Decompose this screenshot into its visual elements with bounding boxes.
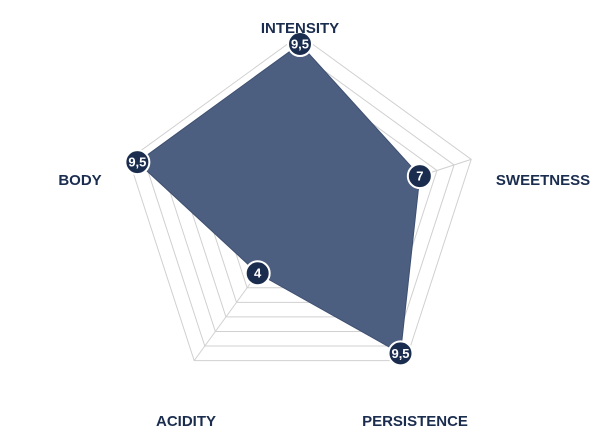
data-point: 9,5 <box>387 340 414 367</box>
axis-label-body: BODY <box>58 172 101 189</box>
data-point: 9,5 <box>124 149 151 176</box>
data-point-label: 4 <box>254 266 262 281</box>
data-point-marker <box>287 31 313 57</box>
data-point-label: 9,5 <box>128 155 146 170</box>
data-point: 7 <box>406 163 433 190</box>
axis-label-sweetness: SWEETNESS <box>496 172 590 189</box>
data-point-marker <box>244 260 271 287</box>
data-point-marker <box>124 149 151 176</box>
grid-ring <box>128 34 472 362</box>
data-point: 4 <box>244 260 271 287</box>
axis-label-persistence: PERSISTENCE <box>362 413 468 430</box>
axis-label-intensity: INTENSITY <box>261 20 339 37</box>
data-point-label: 7 <box>416 169 423 184</box>
radar-markers: 9,5 7 9,5 4 9,5 <box>124 31 433 367</box>
data-point-label: 9,5 <box>391 346 409 361</box>
radar-area <box>136 43 421 355</box>
data-point-marker <box>387 340 414 367</box>
data-point-marker <box>406 163 433 190</box>
data-point: 9,5 <box>287 31 313 57</box>
data-point-label: 9,5 <box>291 37 309 52</box>
axis-label-acidity: ACIDITY <box>156 413 216 430</box>
